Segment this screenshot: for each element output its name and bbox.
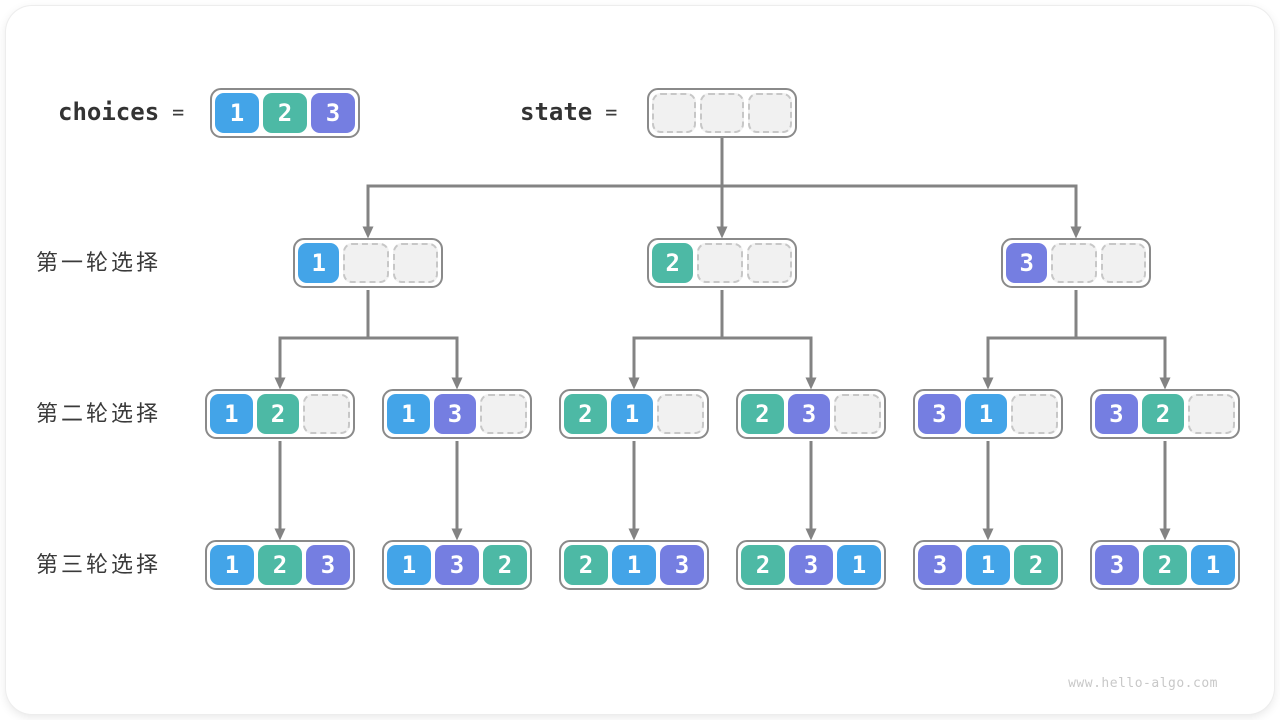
array-cell (480, 394, 528, 434)
array-cell: 3 (660, 545, 704, 585)
array-cell: 3 (787, 394, 831, 434)
array-cell: 2 (263, 93, 307, 133)
array-cell: 3 (918, 545, 962, 585)
array-cell: 1 (610, 394, 654, 434)
state-node: 1 2 (205, 389, 355, 439)
array-cell (748, 93, 792, 133)
array-cell: 2 (1143, 545, 1187, 585)
round-3-label: 第三轮选择 (36, 552, 162, 577)
state-node: 2 (647, 238, 797, 288)
array-cell (657, 394, 705, 434)
array-cell: 3 (1095, 545, 1139, 585)
state-node: 3 (1001, 238, 1151, 288)
array-cell: 3 (311, 93, 355, 133)
state-node: 2 3 1 (736, 540, 886, 590)
state-node: 1 2 3 (205, 540, 355, 590)
state-label-text: state (520, 98, 593, 126)
array-cell: 2 (483, 545, 527, 585)
array-cell: 3 (1006, 243, 1048, 283)
array-cell (343, 243, 389, 283)
array-cell (1011, 394, 1059, 434)
array-cell: 3 (435, 545, 479, 585)
state-node: 2 3 (736, 389, 886, 439)
array-cell (697, 243, 743, 283)
state-node: 3 1 2 (913, 540, 1063, 590)
array-cell: 3 (306, 545, 350, 585)
array-cell: 2 (258, 545, 302, 585)
choices-label-text: choices (58, 98, 160, 126)
array-cell: 1 (964, 394, 1008, 434)
array-cell (1100, 243, 1146, 283)
choices-equals-sign: = (172, 100, 185, 124)
array-cell (652, 93, 696, 133)
array-cell: 1 (210, 545, 254, 585)
array-cell: 1 (966, 545, 1010, 585)
array-cell: 1 (387, 545, 431, 585)
array-cell: 1 (215, 93, 259, 133)
state-equals-sign: = (605, 100, 618, 124)
array-cell (700, 93, 744, 133)
state-node: 3 2 (1090, 389, 1240, 439)
array-cell: 2 (564, 394, 607, 434)
array-cell (303, 394, 351, 434)
array-cell: 3 (1095, 394, 1138, 434)
array-cell: 1 (837, 545, 881, 585)
state-node: 1 (293, 238, 443, 288)
array-cell: 2 (652, 243, 694, 283)
array-cell: 2 (741, 394, 784, 434)
site-watermark: www.hello-algo.com (1068, 676, 1218, 691)
choices-label: choices = (58, 88, 184, 136)
state-node: 3 1 (913, 389, 1063, 439)
state-label: state = (520, 88, 617, 136)
array-cell: 1 (1191, 545, 1235, 585)
array-cell: 2 (741, 545, 785, 585)
array-cell (1188, 394, 1236, 434)
array-cell: 1 (612, 545, 656, 585)
array-cell: 1 (298, 243, 340, 283)
array-cell (392, 243, 438, 283)
state-array (647, 88, 797, 138)
round-1-label: 第一轮选择 (36, 250, 162, 275)
array-cell (834, 394, 882, 434)
array-cell: 1 (210, 394, 253, 434)
diagram-card (6, 6, 1274, 714)
array-cell: 2 (256, 394, 300, 434)
array-cell: 2 (1141, 394, 1185, 434)
state-node: 1 3 (382, 389, 532, 439)
state-node: 2 1 (559, 389, 709, 439)
round-2-label: 第二轮选择 (36, 401, 162, 426)
state-node: 2 1 3 (559, 540, 709, 590)
array-cell (1051, 243, 1097, 283)
choices-array: 1 2 3 (210, 88, 360, 138)
array-cell: 2 (564, 545, 608, 585)
array-cell: 2 (1014, 545, 1058, 585)
array-cell: 3 (918, 394, 961, 434)
array-cell: 3 (789, 545, 833, 585)
state-node: 3 2 1 (1090, 540, 1240, 590)
array-cell: 3 (433, 394, 477, 434)
array-cell (746, 243, 792, 283)
array-cell: 1 (387, 394, 430, 434)
state-node: 1 3 2 (382, 540, 532, 590)
